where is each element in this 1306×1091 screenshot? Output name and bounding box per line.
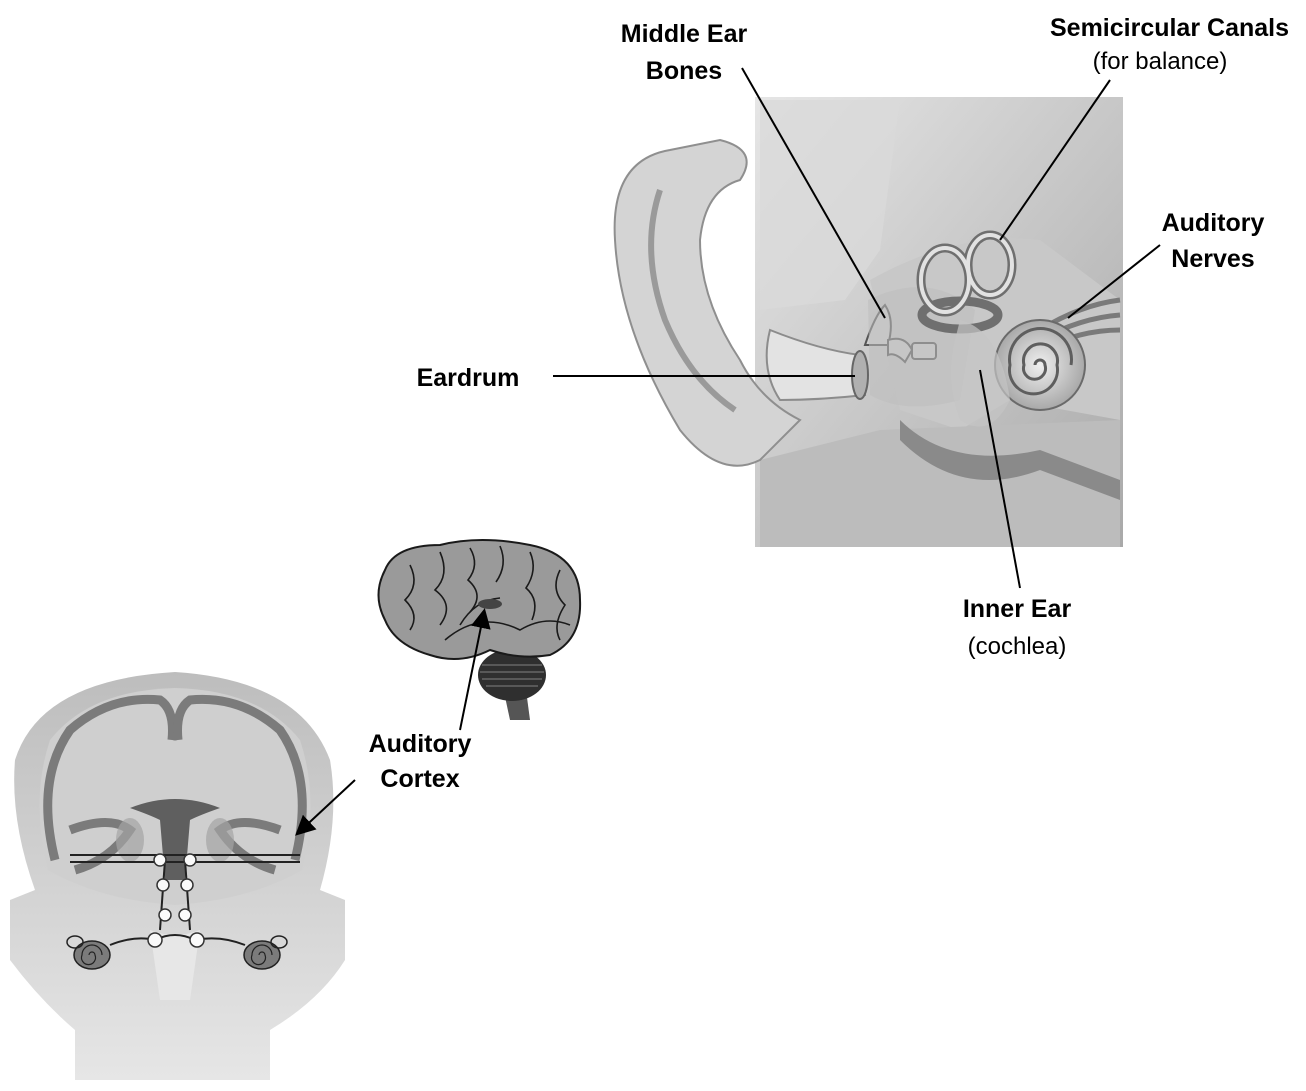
inner-ear-sub: (cochlea): [968, 633, 1067, 660]
cerebrum: [379, 540, 581, 659]
brain-illustration: [379, 540, 581, 720]
auditory-cortex-line2: Cortex: [380, 765, 459, 793]
semicircular-title: Semicircular Canals: [1050, 14, 1289, 42]
auditory-nerves-line1: Auditory: [1162, 209, 1265, 237]
semicircular-sub: (for balance): [1093, 48, 1228, 75]
label-auditory-cortex: Auditory Cortex: [369, 730, 472, 793]
auditory-cortex-highlight: [478, 599, 502, 609]
ear-illustration: [615, 97, 1123, 547]
eardrum-text: Eardrum: [417, 364, 520, 392]
middle-ear-line1: Middle Ear: [621, 20, 748, 48]
label-eardrum: Eardrum: [417, 364, 520, 392]
label-auditory-nerves: Auditory Nerves: [1162, 209, 1265, 273]
auditory-nerves-line2: Nerves: [1171, 245, 1254, 273]
label-middle-ear-bones: Middle Ear Bones: [621, 20, 748, 85]
auditory-cortex-line1: Auditory: [369, 730, 472, 758]
label-inner-ear: Inner Ear (cochlea): [963, 595, 1072, 660]
label-semicircular-canals: Semicircular Canals (for balance): [1050, 14, 1289, 75]
inner-ear-title: Inner Ear: [963, 595, 1072, 623]
head-cross-section: [10, 672, 345, 1080]
middle-ear-line2: Bones: [646, 57, 722, 85]
